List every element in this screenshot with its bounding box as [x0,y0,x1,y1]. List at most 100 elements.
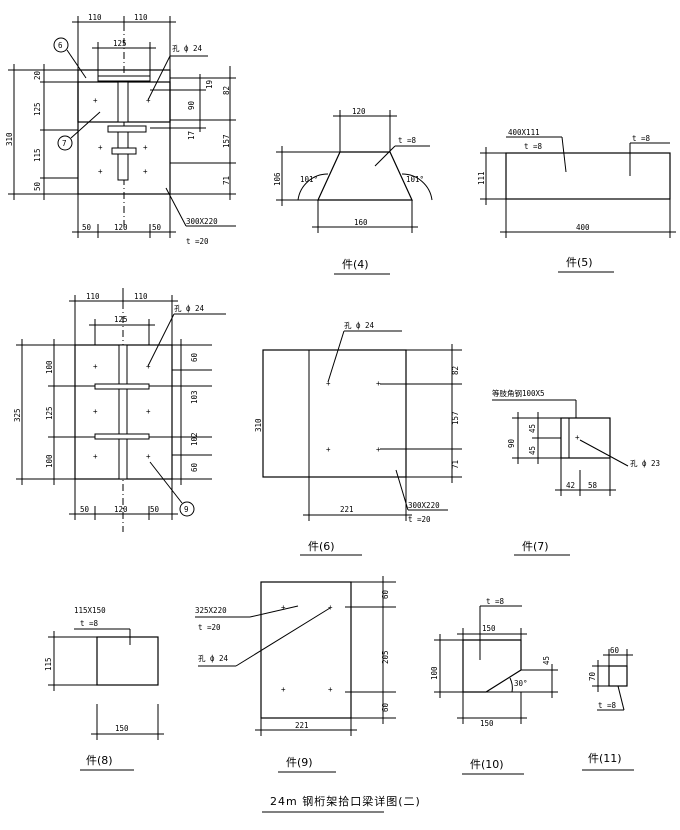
svg-text:孔 ф 24: 孔 ф 24 [172,44,203,53]
svg-text:60: 60 [190,352,199,362]
svg-text:120: 120 [114,223,128,232]
svg-text:孔 ф 24: 孔 ф 24 [198,654,229,663]
svg-text:孔 ф 24: 孔 ф 24 [174,304,205,313]
svg-text:115: 115 [44,657,53,671]
svg-text:70: 70 [588,671,597,681]
svg-text:t =8: t =8 [80,619,99,628]
svg-text:45: 45 [528,446,537,455]
svg-text:90: 90 [507,438,516,448]
svg-text:150: 150 [480,719,494,728]
part-6-label: 件(6) [308,540,335,553]
svg-text:110: 110 [134,292,148,301]
svg-text:111: 111 [477,171,486,185]
svg-text:160: 160 [354,218,368,227]
svg-text:t =8: t =8 [398,136,417,145]
part-7: + 等肢角钢100X5 90 45 45 孔 ф 23 42 58 件(7) [492,388,660,556]
svg-text:110: 110 [88,13,102,22]
part-10-label: 件(10) [470,758,504,771]
middle-left-assembly: ++ ++ ++ 110 110 125 孔 ф 24 325 100 125 … [13,288,226,532]
svg-text:50: 50 [150,505,160,514]
svg-text:325: 325 [13,408,22,422]
svg-text:58: 58 [588,481,598,490]
top-left-assembly: ++ ++ ++ 110 110 125 孔 ф 24 6 7 310 20 1… [5,13,236,246]
svg-text:125: 125 [45,406,54,420]
svg-text:20: 20 [33,70,42,80]
svg-text:82: 82 [222,86,231,95]
svg-text:45: 45 [528,424,537,433]
svg-text:t =8: t =8 [598,701,617,710]
svg-text:孔 ф 23: 孔 ф 23 [630,459,660,468]
svg-text:+: + [328,603,333,612]
svg-text:300X220: 300X220 [186,217,218,226]
svg-text:17: 17 [187,131,196,140]
svg-text:+: + [575,433,580,442]
svg-text:60: 60 [190,462,199,472]
svg-text:125: 125 [113,39,127,48]
part-10-outline [462,639,522,693]
part-5-outline [505,152,671,200]
svg-text:101°: 101° [406,175,424,184]
svg-text:71: 71 [222,176,231,185]
svg-text:102: 102 [190,432,199,446]
svg-text:60: 60 [610,646,620,655]
svg-text:150: 150 [115,724,129,733]
svg-text:50: 50 [82,223,92,232]
svg-text:157: 157 [451,411,460,425]
svg-text:120: 120 [114,505,128,514]
part-10: t =8 150 100 45 30° 150 件(10) [430,597,558,775]
svg-text:90: 90 [187,100,196,110]
part-9: ++ ++ 325X220 t =20 孔 ф 24 60 205 60 221… [195,576,396,773]
svg-text:50: 50 [33,181,42,191]
bolt-holes: ++ ++ ++ [93,96,151,176]
svg-text:t =8: t =8 [486,597,505,606]
svg-text:125: 125 [33,102,42,116]
svg-text:+: + [376,445,381,454]
svg-text:t =20: t =20 [198,623,221,632]
svg-text:+: + [328,685,333,694]
svg-text:孔 ф 24: 孔 ф 24 [344,321,375,330]
svg-text:101°: 101° [300,175,318,184]
middle-bolt-holes: ++ ++ ++ [93,362,151,461]
svg-text:19: 19 [205,80,214,89]
part-4-outline [317,151,413,201]
part-6: ++ ++ 孔 ф 24 310 82 157 71 221 300X220 t… [254,321,462,556]
svg-text:110: 110 [86,292,100,301]
svg-text:t =8: t =8 [524,142,543,151]
part-11: 60 70 t =8 件(11) [582,646,634,771]
svg-text:t =20: t =20 [186,237,209,246]
sheet-title: 24m 钢桁架拾口梁详图(二) [262,794,420,813]
svg-text:100: 100 [45,454,54,468]
svg-text:+: + [146,407,151,416]
svg-text:+: + [281,603,286,612]
svg-text:+: + [93,362,98,371]
svg-text:+: + [98,167,103,176]
part-6-outline [262,349,407,478]
svg-text:157: 157 [222,134,231,148]
part-11-label: 件(11) [588,752,622,765]
svg-text:325X220: 325X220 [195,606,227,615]
svg-text:6: 6 [58,41,63,50]
svg-text:45: 45 [542,656,551,665]
svg-text:+: + [143,143,148,152]
svg-text:+: + [146,362,151,371]
svg-text:+: + [146,96,151,105]
svg-text:71: 71 [451,460,460,469]
svg-text:等肢角钢100X5: 等肢角钢100X5 [492,388,545,398]
svg-text:+: + [93,407,98,416]
svg-text:+: + [93,452,98,461]
svg-text:60: 60 [381,589,390,599]
part-9-label: 件(9) [286,756,313,769]
svg-text:50: 50 [152,223,162,232]
svg-text:t =20: t =20 [408,515,431,524]
part-8: 115X150 t =8 115 150 件(8) [44,606,164,771]
svg-text:t =8: t =8 [632,134,651,143]
svg-text:+: + [98,143,103,152]
svg-text:120: 120 [352,107,366,116]
part-5-label: 件(5) [566,256,593,269]
part-4-label: 件(4) [342,258,369,271]
svg-text:400: 400 [576,223,590,232]
svg-text:125: 125 [114,315,128,324]
svg-text:115X150: 115X150 [74,606,106,615]
svg-text:9: 9 [184,505,189,514]
